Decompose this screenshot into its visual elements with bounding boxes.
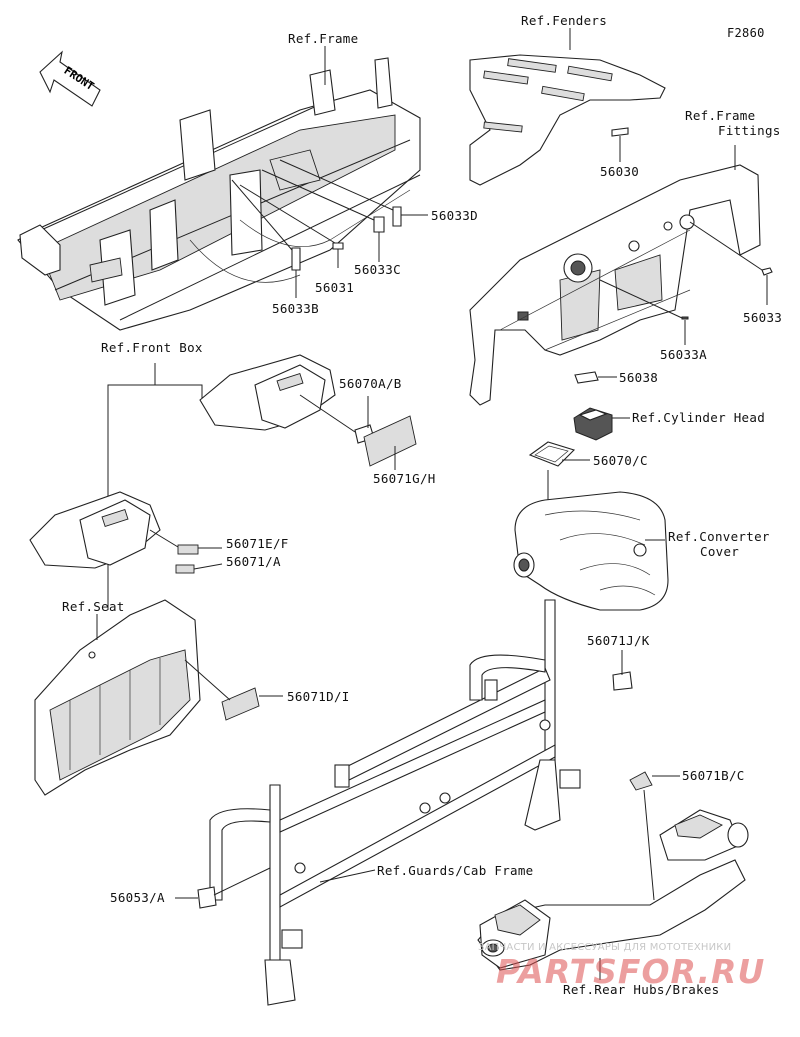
ref-frame-fittings-label-2: Fittings [718, 123, 781, 138]
part-56071d-i: 56071D/I [287, 689, 350, 704]
front-arrow-icon: FRONT [39, 50, 101, 107]
sticker-56038 [574, 371, 599, 384]
part-56071e-f: 56071E/F [226, 536, 289, 551]
ref-fenders-label: Ref.Fenders [521, 13, 608, 28]
part-56071b-c: 56071B/C [682, 768, 745, 783]
part-56031: 56031 [315, 280, 355, 295]
part-56030: 56030 [600, 164, 640, 179]
converter-cover-drawing [513, 491, 669, 611]
sticker-56033b [291, 247, 301, 271]
part-56038: 56038 [619, 370, 659, 385]
watermark-text: ЗАПЧАСТИ И АКСЕССУАРЫ ДЛЯ МОТОТЕХНИКИ [478, 942, 732, 953]
front-box-upper-drawing [199, 354, 336, 431]
sticker-56071e-f [177, 544, 199, 555]
part-56033d: 56033D [431, 208, 478, 223]
guards-cab-frame-drawing [209, 599, 581, 1006]
ref-front-box-label: Ref.Front Box [101, 340, 203, 355]
sticker-56071b-c [629, 771, 653, 791]
sticker-56033d [392, 206, 402, 227]
figure-code: F2860 [727, 26, 765, 40]
part-56070c: 56070/C [593, 453, 648, 468]
sticker-56031 [332, 242, 344, 250]
frame-fittings-drawing [469, 164, 761, 406]
frame-drawing [17, 57, 421, 331]
part-56033: 56033 [743, 310, 783, 325]
rear-hubs-brakes-drawing [477, 809, 749, 971]
sticker-56030 [611, 127, 629, 137]
part-56033b: 56033B [272, 301, 319, 316]
ref-seat-label: Ref.Seat [62, 599, 125, 614]
ref-frame-label: Ref.Frame [288, 31, 359, 46]
sticker-56033 [761, 267, 773, 276]
ref-converter-cover-label-2: Cover [700, 544, 740, 559]
part-56071g-h: 56071G/H [373, 471, 436, 486]
front-box-lower-drawing [29, 491, 161, 569]
ref-cylinder-head-label: Ref.Cylinder Head [632, 410, 766, 425]
cylinder-head-drawing [573, 407, 613, 441]
part-56033c: 56033C [354, 262, 401, 277]
watermark-brand-logo: PARTSFOR.RU [496, 952, 766, 991]
sticker-56071j-k [612, 671, 633, 691]
part-56071a: 56071/A [226, 554, 281, 569]
sticker-56053a [197, 886, 217, 909]
sticker-56033c [373, 216, 385, 233]
sticker-56033a [681, 316, 689, 320]
fenders-drawing [469, 54, 666, 186]
sticker-56071d-i [221, 687, 260, 721]
sticker-56071a [175, 564, 195, 574]
sticker-56071g-h [363, 415, 417, 467]
ref-frame-fittings-label-1: Ref.Frame [685, 108, 756, 123]
part-56033a: 56033A [660, 347, 707, 362]
part-56070a-b: 56070A/B [339, 376, 402, 391]
ref-rear-hubs-brakes-label: Ref.Rear Hubs/Brakes [563, 982, 720, 997]
seat-drawing [34, 599, 201, 796]
ref-guards-cab-frame-label: Ref.Guards/Cab Frame [377, 863, 534, 878]
ref-converter-cover-label-1: Ref.Converter [668, 529, 770, 544]
part-56071j-k: 56071J/K [587, 633, 650, 648]
part-56053a: 56053/A [110, 890, 165, 905]
